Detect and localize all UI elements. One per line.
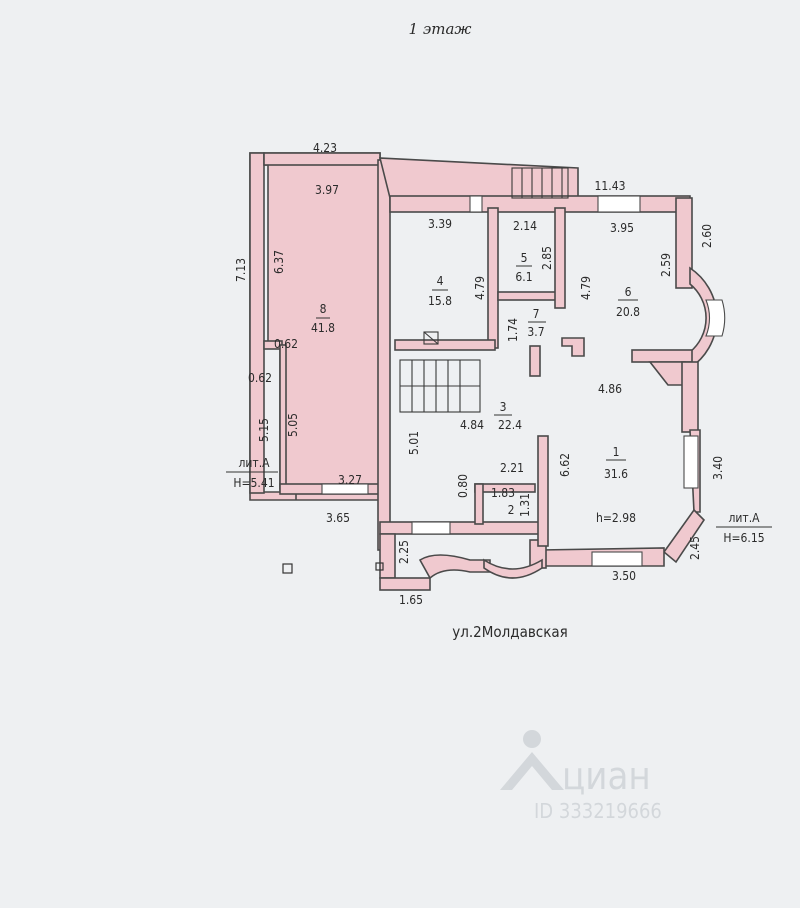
svg-text:2.60: 2.60 (700, 224, 714, 248)
site-marker (375, 562, 384, 571)
svg-text:3.95: 3.95 (610, 221, 634, 235)
svg-text:5.05: 5.05 (286, 413, 300, 437)
room-number: 6 (625, 285, 632, 299)
svg-text:7.13: 7.13 (234, 258, 248, 282)
room-area: 31.6 (604, 467, 628, 481)
height-tag-right: лит.А Н=6.15 (716, 511, 772, 545)
street-label: ул.2Молдавская (452, 623, 568, 641)
svg-text:0.80: 0.80 (456, 474, 470, 498)
svg-text:2.59: 2.59 (659, 253, 673, 277)
svg-text:1.31: 1.31 (518, 493, 532, 517)
svg-text:1.65: 1.65 (399, 593, 423, 607)
svg-text:0.62: 0.62 (248, 371, 272, 385)
svg-text:2.21: 2.21 (500, 461, 524, 475)
svg-text:лит.А: лит.А (728, 511, 760, 525)
svg-text:5.15: 5.15 (257, 418, 271, 442)
svg-text:2.25: 2.25 (397, 540, 411, 564)
room-area: 20.8 (616, 305, 640, 319)
dimension-labels: 4.23 3.97 7.13 6.37 0.62 0.62 5.15 5.05 … (234, 141, 725, 607)
site-marker (282, 563, 293, 574)
svg-text:4.86: 4.86 (598, 382, 622, 396)
svg-text:3.97: 3.97 (315, 183, 339, 197)
watermark: циан ID 333219666 (500, 730, 662, 823)
room-number: 5 (521, 251, 528, 265)
room-number: 2 (508, 503, 515, 517)
watermark-brand: циан (562, 754, 651, 798)
watermark-id: ID 333219666 (534, 799, 662, 823)
svg-text:лит.А: лит.А (238, 456, 270, 470)
svg-text:11.43: 11.43 (595, 179, 626, 193)
svg-text:3.40: 3.40 (711, 456, 725, 480)
room-area: 3.7 (527, 325, 544, 339)
room-area: 15.8 (428, 294, 452, 308)
room-area: 22.4 (498, 418, 522, 432)
height-tag-left: лит.А Н=5.41 (226, 456, 278, 490)
svg-text:1.74: 1.74 (506, 318, 520, 342)
svg-text:6.37: 6.37 (272, 250, 286, 274)
staircase (399, 167, 569, 413)
svg-text:6.62: 6.62 (558, 453, 572, 477)
svg-text:4.79: 4.79 (473, 276, 487, 300)
svg-text:3.39: 3.39 (428, 217, 452, 231)
svg-text:Н=6.15: Н=6.15 (723, 531, 764, 545)
room-number: 4 (437, 274, 444, 288)
floor-title: 1 этаж (409, 20, 472, 38)
room-height: h=2.98 (596, 511, 636, 525)
svg-text:2.45: 2.45 (688, 536, 702, 560)
svg-text:4.23: 4.23 (313, 141, 337, 155)
room-number: 3 (500, 400, 507, 414)
cian-logo-icon (500, 730, 564, 790)
windows (321, 195, 726, 567)
svg-text:0.62: 0.62 (274, 337, 298, 351)
svg-text:2.14: 2.14 (513, 219, 537, 233)
svg-text:4.84: 4.84 (460, 418, 484, 432)
svg-text:1.83: 1.83 (491, 486, 515, 500)
room-number: 7 (533, 307, 540, 321)
svg-text:2.85: 2.85 (540, 246, 554, 270)
svg-text:3.50: 3.50 (612, 569, 636, 583)
svg-text:Н=5.41: Н=5.41 (233, 476, 274, 490)
svg-text:4.79: 4.79 (579, 276, 593, 300)
room-labels: 8 41.8 4 15.8 5 6.1 7 3.7 6 20.8 3 22.4 … (311, 251, 640, 525)
svg-text:5.01: 5.01 (407, 431, 421, 455)
room-number: 8 (320, 302, 327, 316)
svg-text:3.27: 3.27 (338, 473, 362, 487)
room-area: 6.1 (515, 270, 532, 284)
room-area: 41.8 (311, 321, 335, 335)
room-number: 1 (613, 445, 620, 459)
svg-text:3.65: 3.65 (326, 511, 350, 525)
